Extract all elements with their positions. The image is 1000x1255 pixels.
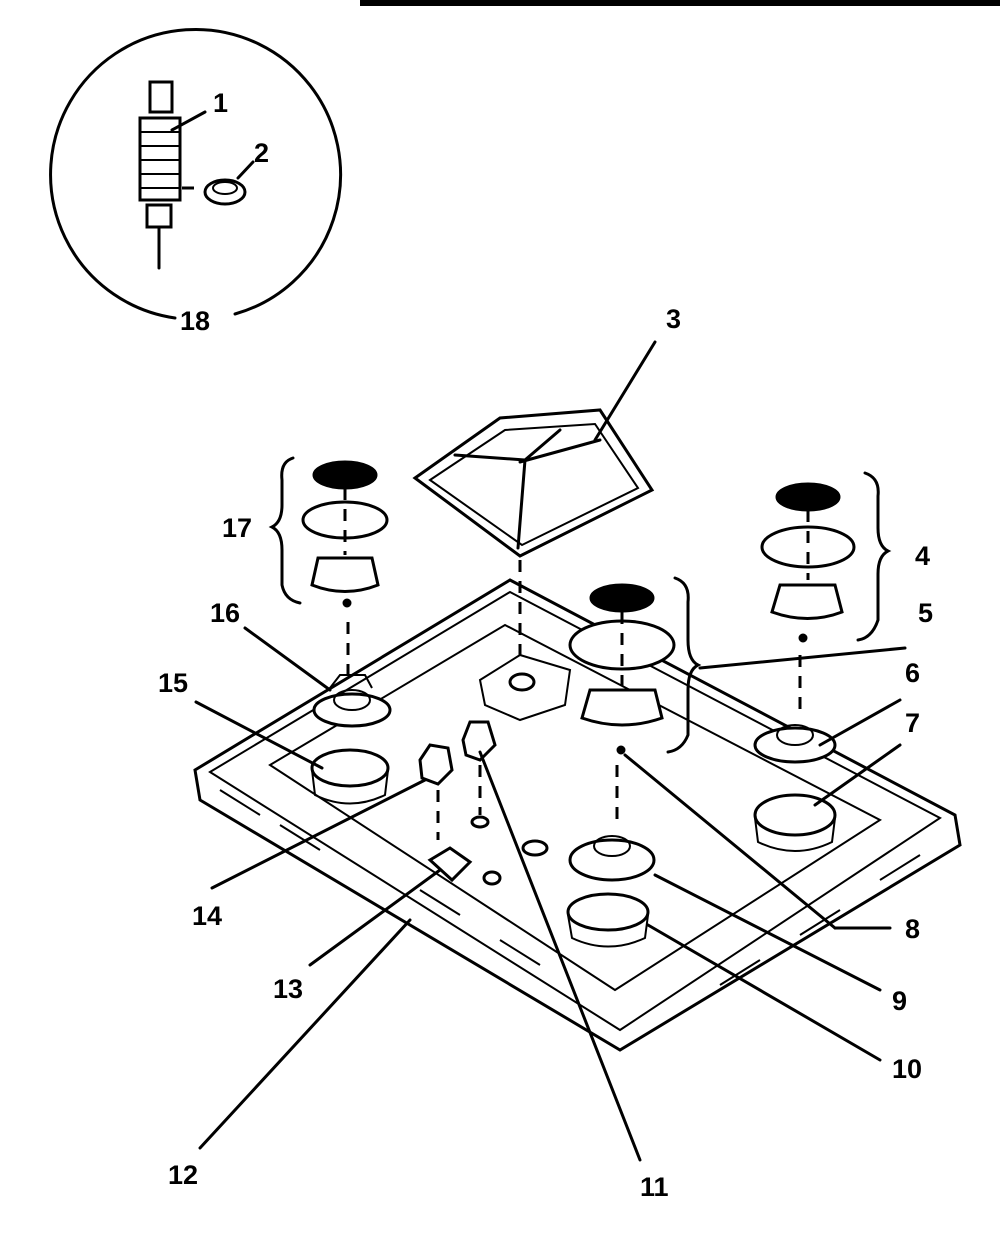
callout-8: 8 <box>905 914 920 944</box>
callout-10: 10 <box>892 1054 922 1084</box>
callout-18: 18 <box>180 306 210 336</box>
bracket-part <box>427 846 473 883</box>
header-fragment <box>360 0 1000 6</box>
callout-14: 14 <box>192 901 222 931</box>
center-burner-hub <box>478 653 572 722</box>
callout-9: 9 <box>892 986 907 1016</box>
igniter-detail-inset <box>49 28 343 320</box>
burner-cap-group-center <box>568 576 702 755</box>
electrode-part <box>418 743 454 786</box>
callout-17: 17 <box>222 513 252 543</box>
callout-4: 4 <box>915 541 930 571</box>
burner-head-left <box>312 674 392 728</box>
burner-base-left <box>310 748 390 805</box>
callout-11: 11 <box>640 1172 669 1202</box>
igniter-nut-part <box>203 178 247 206</box>
callout-2: 2 <box>254 138 269 168</box>
callout-15: 15 <box>158 668 188 698</box>
grate-part <box>412 408 655 558</box>
callout-13: 13 <box>273 974 303 1004</box>
burner-head-front <box>568 835 656 882</box>
burner-cap-group-left <box>268 456 389 608</box>
callout-5: 5 <box>918 598 933 628</box>
burner-head-right <box>753 724 837 764</box>
burner-base-front <box>566 892 650 948</box>
callout-6: 6 <box>905 658 920 688</box>
leader-lines <box>194 340 907 1162</box>
callout-7: 7 <box>905 708 920 738</box>
callout-3: 3 <box>666 304 681 334</box>
callout-16: 16 <box>210 598 240 628</box>
callout-labels: 1 2 18 3 17 4 5 16 6 15 7 14 8 13 9 10 1… <box>158 88 933 1202</box>
igniter-part <box>138 80 182 270</box>
callout-1: 1 <box>213 88 228 118</box>
valve-knob-part <box>461 720 497 762</box>
callout-12: 12 <box>168 1160 198 1190</box>
burner-cap-group-right <box>760 471 892 643</box>
